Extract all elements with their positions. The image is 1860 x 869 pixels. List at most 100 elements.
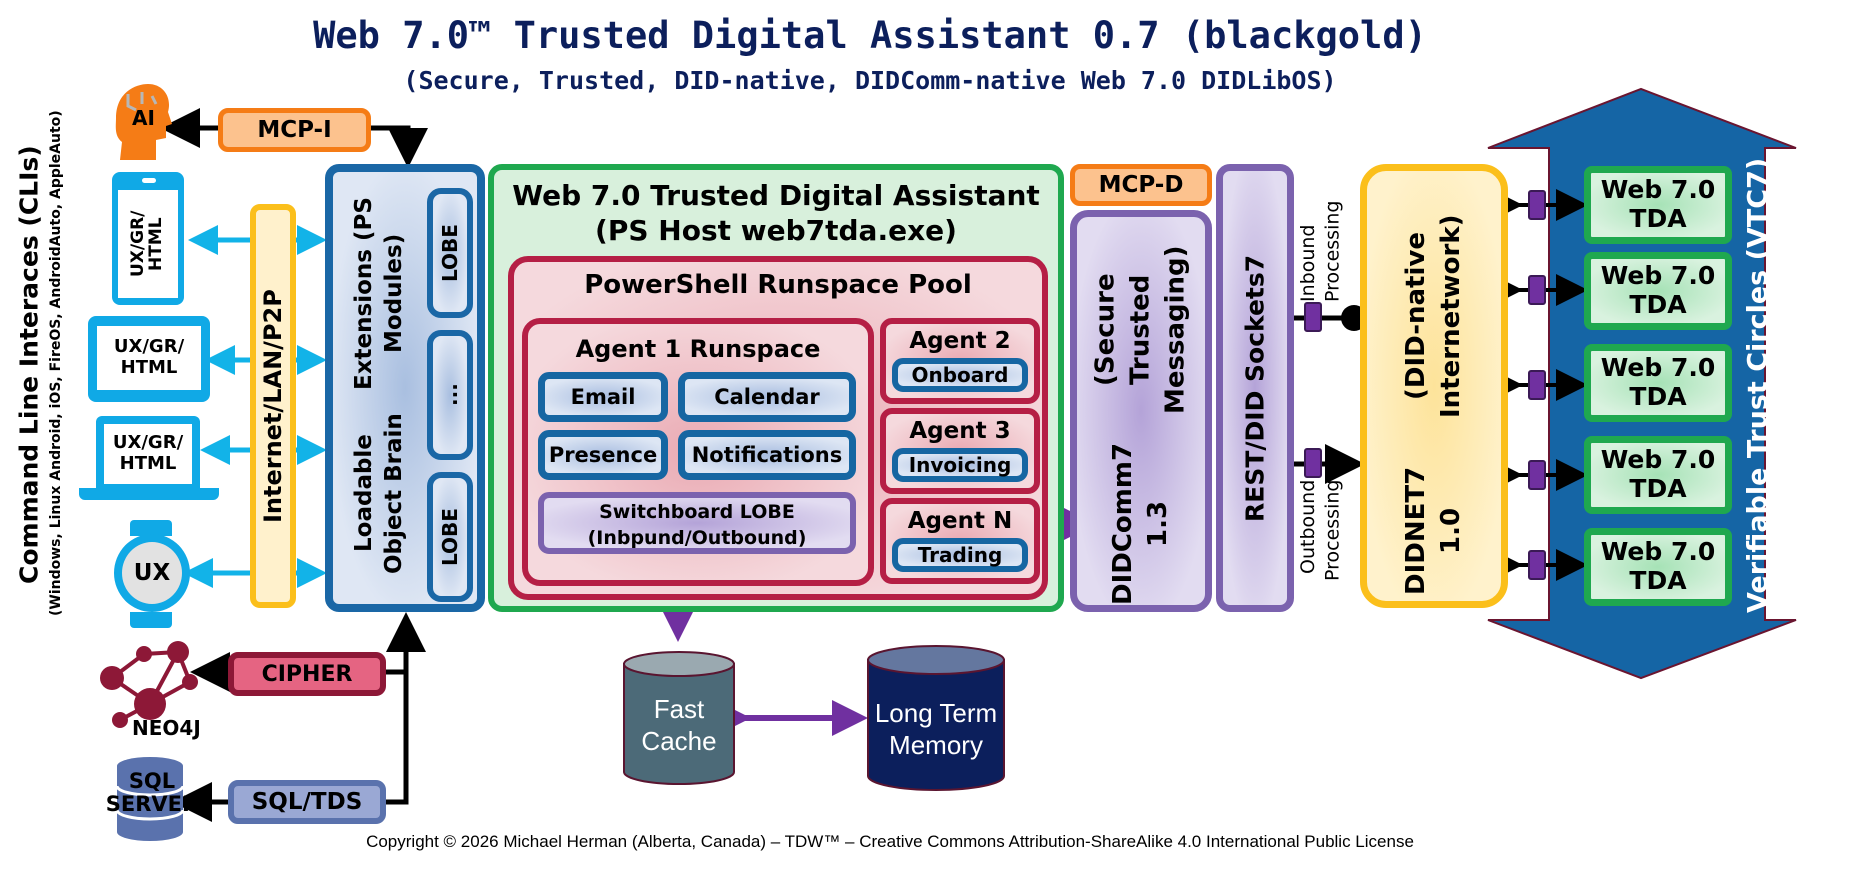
cipher-box[interactable]: CIPHER <box>228 652 386 696</box>
cli-platforms: (Windows, Linux Android, iOS, FireOS, An… <box>48 110 64 616</box>
peer-plug-icon-2 <box>1528 275 1546 305</box>
agent-2-title: Agent 2 <box>909 328 1011 354</box>
phone-screen-label: UX/GR/ HTML <box>118 190 178 298</box>
didcomm-title: DIDComm7 1.3 <box>1107 442 1173 605</box>
agent-3-title: Agent 3 <box>909 418 1011 444</box>
skill-email[interactable]: Email <box>538 372 668 422</box>
skill-presence[interactable]: Presence <box>538 430 668 480</box>
tda-peer-3-line1: Web 7.0 <box>1600 353 1716 383</box>
phone-speaker-icon <box>142 178 156 183</box>
tda-peer-1-line2: TDA <box>1629 204 1687 233</box>
didnet-subtitle: (DID-native Internetwork) <box>1400 214 1466 418</box>
agent-1-title: Agent 1 Runspace <box>575 335 821 363</box>
tda-peer-3-line2: TDA <box>1629 382 1687 411</box>
agent-n-skill[interactable]: Trading <box>892 538 1028 572</box>
mcp-i-to-lobe-arrow <box>370 125 428 168</box>
runspace-pool-title: PowerShell Runspace Pool <box>584 270 972 300</box>
sockets-panel: REST/DID Sockets7 <box>1216 164 1294 612</box>
tda-host-title: Web 7.0 Trusted Digital Assistant <box>512 178 1040 212</box>
ai-head-shape <box>115 84 172 160</box>
outbound-processing-label: Outbound Processing <box>1297 480 1344 582</box>
fast-cache-db[interactable]: Fast Cache <box>622 650 736 788</box>
long-term-memory-db[interactable]: Long Term Memory <box>866 644 1006 792</box>
lobe-panel-title: Loadable Object Brain Extensions (PS Mod… <box>341 188 419 588</box>
lobe-slot-1[interactable]: LOBE <box>427 188 473 318</box>
watch-strap-top-icon <box>130 520 172 536</box>
peer-plug-icon-3 <box>1528 370 1546 400</box>
inbound-processing-label: Inbound Processing <box>1297 200 1344 302</box>
switchboard-lobe[interactable]: Switchboard LOBE (Inbpund/Outbound) <box>538 492 856 554</box>
cli-title: Command Line Interaces (CLIs) <box>14 145 44 585</box>
lobe-panel-title-line2: Extensions (PS Modules) <box>351 197 407 390</box>
fast-cache-cylinder-icon <box>623 651 735 785</box>
sql-server-label: SQL SERVER <box>105 769 199 817</box>
switchboard-title: Switchboard LOBE <box>599 501 795 523</box>
vtc-label: Verifiable Trust Circles (VTC7) <box>1742 157 1774 613</box>
phone-device[interactable]: UX/GR/ HTML <box>112 172 184 305</box>
neo4j-label: NEO4J <box>132 716 201 740</box>
tda-host-panel: Web 7.0 Trusted Digital Assistant (PS Ho… <box>488 164 1064 612</box>
lobe-panel-title-line1: Loadable Object Brain <box>351 413 407 574</box>
diagram-title: Web 7.0™ Trusted Digital Assistant 0.7 (… <box>313 14 1427 57</box>
runspace-pool: PowerShell Runspace Pool Agent 1 Runspac… <box>508 256 1048 600</box>
neo4j-graph-shape <box>100 641 198 728</box>
long-term-memory-label: Long Term Memory <box>874 697 998 761</box>
neo4j-graph-icon <box>98 640 202 730</box>
laptop-base-icon <box>79 488 219 500</box>
watch-strap-bottom-icon <box>130 612 172 628</box>
peer-plug-icon-4 <box>1528 460 1546 490</box>
agent-n-box: Agent N Trading <box>880 498 1040 584</box>
mcp-d-box[interactable]: MCP-D <box>1070 164 1212 206</box>
sql-server-db-shape <box>116 757 184 841</box>
agent-3-box: Agent 3 Invoicing <box>880 408 1040 494</box>
agent-2-skill[interactable]: Onboard <box>892 358 1028 392</box>
tda-host-subtitle: (PS Host web7tda.exe) <box>595 213 957 247</box>
laptop-screen-label: UX/GR/ HTML <box>104 424 192 484</box>
didnet-title: DIDNET7 1.0 <box>1400 467 1466 596</box>
copyright-footer: Copyright © 2026 Michael Herman (Alberta… <box>366 832 1414 851</box>
long-term-memory-cylinder-icon <box>867 645 1005 791</box>
agent-3-skill[interactable]: Invoicing <box>892 448 1028 482</box>
inbound-plug-icon <box>1304 302 1322 332</box>
tda-peer-4-line1: Web 7.0 <box>1600 445 1716 475</box>
sql-tds-box[interactable]: SQL/TDS <box>228 780 386 824</box>
didcomm-subtitle: (Secure Trusted Messaging) <box>1090 245 1191 415</box>
lobe-panel: Loadable Object Brain Extensions (PS Mod… <box>325 164 485 612</box>
tda-peer-5-line1: Web 7.0 <box>1600 537 1716 567</box>
ai-label: AI <box>132 106 155 130</box>
outbound-plug-icon <box>1304 448 1322 478</box>
lobe-slot-2[interactable]: ... <box>427 330 473 460</box>
lobe-slot-3[interactable]: LOBE <box>427 472 473 602</box>
switchboard-subtitle: (Inbpund/Outbound) <box>587 526 807 549</box>
tda-peer-2-line1: Web 7.0 <box>1600 261 1716 291</box>
didnet-panel: DIDNET7 1.0 (DID-native Internetwork) <box>1360 164 1508 608</box>
peer-plug-icon-5 <box>1528 550 1546 580</box>
backend-trunk-arrow <box>386 612 426 805</box>
agent-2-box: Agent 2 Onboard <box>880 318 1040 404</box>
ai-head-icon: AI <box>108 82 172 160</box>
tda-peer-5-line2: TDA <box>1629 566 1687 595</box>
tablet-screen-label: UX/GR/ HTML <box>97 326 201 390</box>
tda-peer-2-line2: TDA <box>1629 290 1687 319</box>
agent-1-runspace: Agent 1 Runspace Email Calendar Presence… <box>522 318 874 586</box>
tda-peer-1-line1: Web 7.0 <box>1600 175 1716 205</box>
fast-cache-label: Fast Cache <box>641 693 717 757</box>
diagram-subtitle: (Secure, Trusted, DID-native, DIDComm-na… <box>403 66 1337 95</box>
tda-peer-4-line2: TDA <box>1629 474 1687 503</box>
sql-server-db-icon <box>116 756 184 842</box>
watch-device[interactable]: UX <box>114 534 190 612</box>
laptop-device[interactable]: UX/GR/ HTML <box>96 416 200 488</box>
tablet-device[interactable]: UX/GR/ HTML <box>88 316 210 402</box>
skill-calendar[interactable]: Calendar <box>678 372 856 422</box>
skill-notifications[interactable]: Notifications <box>678 430 856 480</box>
peer-plug-icon-1 <box>1528 190 1546 220</box>
agent-n-title: Agent N <box>907 508 1013 534</box>
mcp-i-box[interactable]: MCP-I <box>218 108 371 152</box>
didcomm-panel: DIDComm7 1.3 (Secure Trusted Messaging) <box>1070 210 1212 612</box>
network-bar: Internet/LAN/P2P <box>250 204 296 608</box>
